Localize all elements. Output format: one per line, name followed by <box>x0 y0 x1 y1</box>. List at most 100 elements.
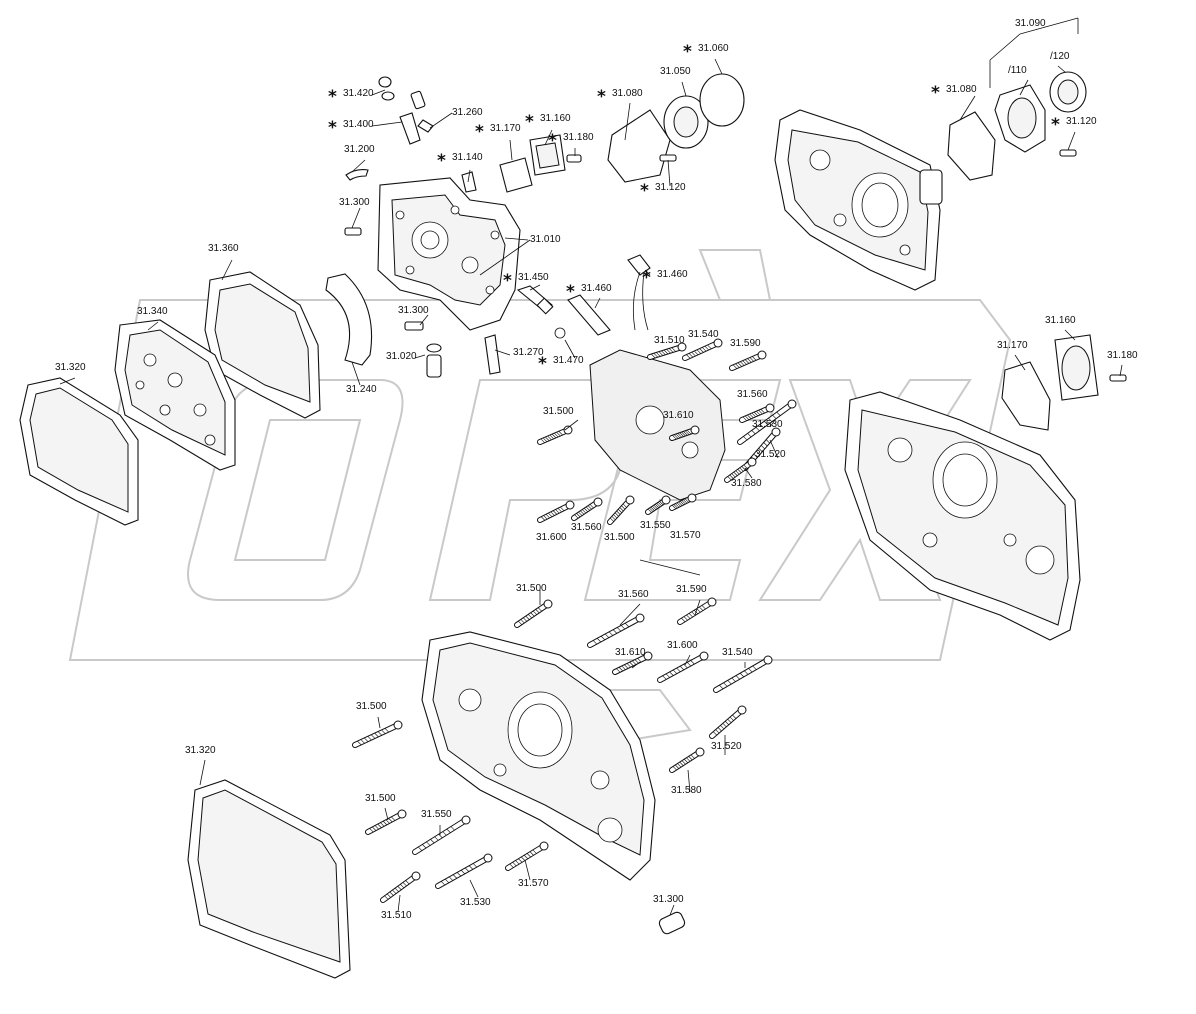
callout-label: 31.320 <box>185 745 216 756</box>
callout-31300: 31.300 <box>653 894 684 905</box>
asterisk-mark: * <box>931 83 940 103</box>
callout-31600: 31.600 <box>667 640 698 651</box>
callout-label: /120 <box>1050 51 1070 62</box>
callout-label: 31.600 <box>536 532 567 543</box>
callout-label: 31.610 <box>663 410 694 421</box>
callout-31450: *31.450 <box>503 271 549 291</box>
leader-line <box>147 321 159 331</box>
callout-31320: 31.320 <box>185 745 216 756</box>
bolt <box>729 350 767 371</box>
bolt <box>435 853 493 889</box>
leader-line <box>1119 364 1123 377</box>
callout-label: 31.500 <box>516 583 547 594</box>
asterisk-mark: * <box>328 118 337 138</box>
bolt <box>647 342 687 360</box>
bolt <box>709 705 747 739</box>
callout-label: 31.510 <box>654 335 685 346</box>
callout-31560: 31.560 <box>737 389 768 400</box>
bracket-31240 <box>325 273 373 366</box>
callout-31010: 31.010 <box>530 234 561 245</box>
callout-31120: *31.120 <box>640 181 686 201</box>
cover-plate-31170 <box>499 157 533 193</box>
bolt <box>587 613 645 648</box>
callout-label: 31.160 <box>540 113 571 124</box>
leader-line <box>667 159 671 187</box>
callout-label: 31.010 <box>530 234 561 245</box>
asterisk-mark: * <box>475 122 484 142</box>
callout-31020: 31.020 <box>386 351 417 362</box>
leader-line <box>687 769 691 793</box>
leader-lines <box>59 17 1123 916</box>
leader-line <box>544 129 553 146</box>
leader-line <box>1014 354 1026 371</box>
bolt <box>739 403 775 423</box>
leader-line <box>384 807 389 821</box>
leader-line <box>714 58 723 75</box>
bolt <box>537 500 575 523</box>
gasket-31320-bottom <box>187 779 351 979</box>
asterisk-mark: * <box>640 181 649 201</box>
callout-31580: 31.580 <box>731 478 762 489</box>
housing-right <box>844 391 1081 641</box>
bolt <box>380 871 421 903</box>
bolt <box>612 651 653 675</box>
bolt <box>669 425 700 441</box>
bolt <box>682 338 723 361</box>
bolt <box>737 399 797 445</box>
callout-label: 31.170 <box>490 123 521 134</box>
asterisk-mark: * <box>1051 115 1060 135</box>
bolt <box>645 495 671 515</box>
callout-label: 31.270 <box>513 347 544 358</box>
callout-31180: *31.180 <box>548 131 594 151</box>
leader-line <box>1064 329 1076 341</box>
asterisk-mark: * <box>538 354 547 374</box>
bolt <box>669 747 705 773</box>
callout-31170: 31.170 <box>997 340 1028 351</box>
gasket-31360 <box>204 271 321 419</box>
callout-31550: 31.550 <box>421 809 452 820</box>
leader-line <box>479 239 531 276</box>
leader-line <box>414 354 426 359</box>
asterisk-mark: * <box>525 112 534 132</box>
leader-line <box>644 269 651 276</box>
leader-line <box>1067 131 1076 151</box>
callout-label: 31.570 <box>518 878 549 889</box>
leader-line <box>397 894 401 913</box>
callout-label: 31.460 <box>657 269 688 280</box>
callout-31510: 31.510 <box>654 335 685 346</box>
leader-line <box>631 661 641 669</box>
callout-label: 31.540 <box>688 329 719 340</box>
bolt <box>537 425 573 445</box>
leader-line <box>429 112 453 129</box>
callout-label: 31.590 <box>730 338 761 349</box>
bolt-31180-right <box>1109 374 1127 382</box>
leader-line <box>529 284 541 291</box>
callout-31610: 31.610 <box>615 647 646 658</box>
callout-label: 31.300 <box>653 894 684 905</box>
asterisk-mark: * <box>597 87 606 107</box>
callout-label: 31.060 <box>698 43 729 54</box>
callout-label: 31.080 <box>612 88 643 99</box>
gasket-31340 <box>114 319 236 471</box>
callout-label: 31.530 <box>460 897 491 908</box>
leader-line <box>769 439 779 459</box>
bolt <box>365 809 407 835</box>
callout-31360: 31.360 <box>208 243 239 254</box>
leader-line <box>594 297 601 309</box>
callout-31420: *31.420 <box>328 87 374 107</box>
callout-31320: 31.320 <box>55 362 86 373</box>
callout-label: 31.470 <box>553 355 584 366</box>
seal-31120 <box>1049 71 1087 113</box>
callout-label: 31.120 <box>1066 116 1097 127</box>
gasket-31320-top <box>19 377 139 526</box>
callout-label: 31.500 <box>543 406 574 417</box>
callout-label: 31.450 <box>518 272 549 283</box>
callout-31560: 31.560 <box>571 522 602 533</box>
callout-label: 31.520 <box>755 449 786 460</box>
bolt <box>514 599 553 628</box>
sensor-31460 <box>554 254 651 339</box>
leader-line <box>469 879 479 898</box>
small-fittings-top <box>344 76 501 378</box>
callout-label: 31.360 <box>208 243 239 254</box>
